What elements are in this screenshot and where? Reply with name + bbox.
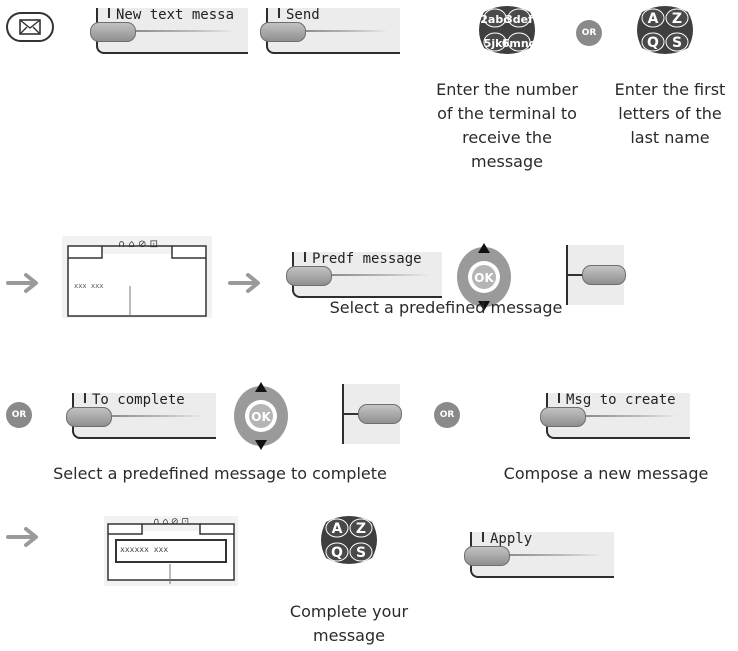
status-icons: ∩ ⌂ ⊘ ⊡	[118, 239, 158, 250]
side-key[interactable]	[332, 384, 402, 444]
softkey-predf-message[interactable]: Predf message	[286, 251, 442, 298]
softkey-apply[interactable]: Apply	[464, 531, 614, 578]
caption-compose-new: Compose a new message	[503, 464, 709, 483]
svg-text:OK: OK	[251, 410, 271, 424]
softkey-label: Apply	[490, 531, 533, 547]
phone-screen-edit: ∩ ⌂ ⊘ ⊡ xxxxxx xxx	[104, 516, 238, 586]
caption-complete-your-message: Complete your message	[289, 602, 409, 645]
arrow-right-icon	[228, 273, 260, 293]
message-key[interactable]	[6, 12, 54, 42]
arrow-right-icon	[6, 273, 38, 293]
softkey-label: Send	[286, 7, 320, 23]
caption-enter-number: Enter the number of the terminal to rece…	[436, 80, 578, 171]
or-badge: OR	[434, 402, 460, 428]
caption-enter-letters: Enter the first letters of the last name	[614, 80, 726, 147]
svg-text:Q: Q	[331, 545, 343, 561]
svg-text:S: S	[672, 35, 682, 51]
softkey-label: New text messa	[116, 7, 235, 23]
phone-screen-idle: ∩ ⌂ ⊘ ⊡ xxx xxx	[62, 236, 212, 318]
softkey-new-text-message[interactable]: New text messa	[90, 7, 248, 54]
svg-text:5jkl: 5jkl	[484, 37, 507, 50]
svg-text:S: S	[356, 545, 366, 561]
softkey-button[interactable]	[464, 546, 510, 566]
softkey-to-complete[interactable]: To complete	[66, 392, 216, 439]
alpha-keypad-icon: A Z Q S	[634, 2, 696, 58]
softkey-label: To complete	[92, 392, 185, 408]
softkey-button[interactable]	[286, 266, 332, 286]
status-icons: ∩ ⌂ ⊘ ⊡	[153, 517, 189, 527]
or-badge: OR	[576, 20, 602, 46]
ok-navigator-icon[interactable]: OK	[232, 380, 290, 452]
numeric-keypad-icon: 2abc 3def 5jkl 6mno	[476, 2, 538, 58]
side-key-button[interactable]	[582, 265, 626, 285]
svg-text:A: A	[648, 11, 659, 27]
ok-navigator-icon[interactable]: OK	[455, 241, 513, 313]
softkey-label: Msg to create	[566, 392, 676, 408]
screen-text: xxxxxx xxx	[120, 545, 169, 554]
alpha-keypad-icon: A Z Q S	[318, 512, 380, 568]
softkey-button[interactable]	[66, 407, 112, 427]
svg-text:Z: Z	[672, 11, 682, 27]
side-key-button[interactable]	[358, 404, 402, 424]
softkey-send[interactable]: Send	[260, 7, 400, 54]
softkey-label: Predf message	[312, 251, 422, 267]
svg-text:Z: Z	[356, 521, 366, 537]
svg-text:2abc: 2abc	[480, 13, 509, 26]
arrow-right-icon	[6, 527, 38, 547]
svg-text:Q: Q	[647, 35, 659, 51]
svg-text:OK: OK	[474, 271, 494, 285]
side-key[interactable]	[556, 245, 626, 305]
svg-text:A: A	[332, 521, 343, 537]
envelope-icon	[6, 12, 54, 42]
softkey-button[interactable]	[540, 407, 586, 427]
softkey-button[interactable]	[260, 22, 306, 42]
softkey-button[interactable]	[90, 22, 136, 42]
caption-select-predefined: Select a predefined message	[329, 298, 563, 317]
screen-text: xxx xxx	[74, 282, 104, 290]
softkey-msg-to-create[interactable]: Msg to create	[540, 392, 690, 439]
or-badge: OR	[6, 402, 32, 428]
svg-text:3def: 3def	[505, 13, 533, 26]
caption-select-predefined-complete: Select a predefined message to complete	[53, 464, 387, 483]
svg-text:6mno: 6mno	[502, 37, 537, 50]
